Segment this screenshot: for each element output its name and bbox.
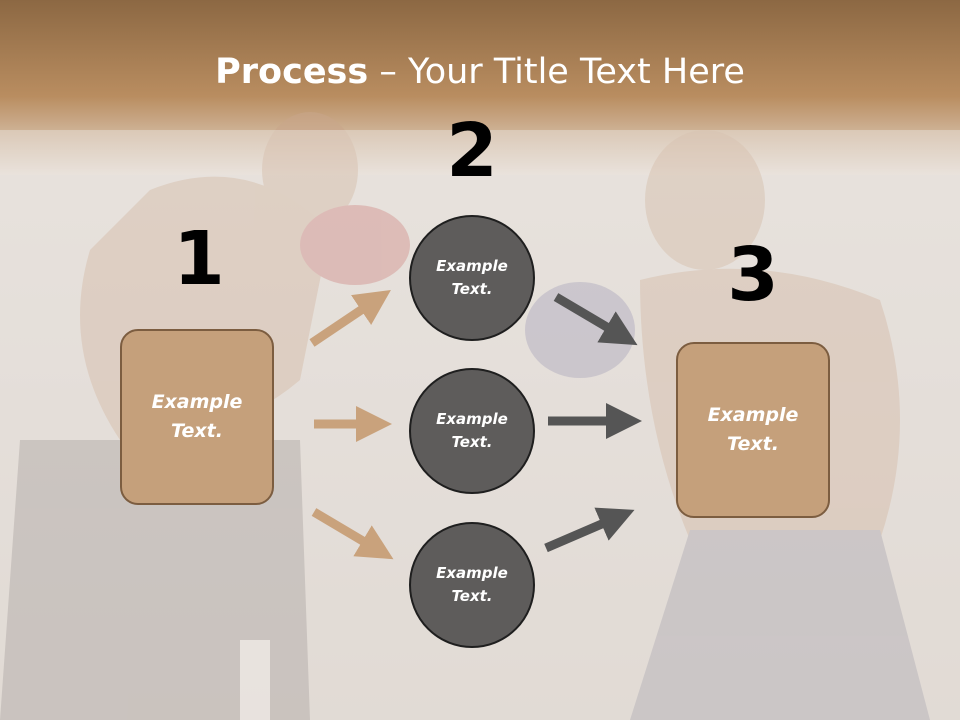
step-number-1: 1: [173, 216, 225, 302]
circle-bottom-line2: Text.: [451, 587, 493, 605]
step-number-3: 3: [727, 232, 779, 318]
circle-middle-line2: Text.: [451, 433, 493, 451]
right-box-line2: Text.: [727, 433, 779, 455]
right-box-line1: Example: [707, 404, 799, 426]
slide-title: Process – Your Title Text Here: [0, 52, 960, 92]
circle-middle-line1: Example: [436, 410, 508, 428]
title-rest: Your Title Text Here: [407, 52, 745, 92]
circle-top-line1: Example: [436, 257, 508, 275]
title-dash: –: [368, 52, 408, 92]
circle-bottom-line1: Example: [436, 564, 508, 582]
title-bold: Process: [215, 52, 369, 92]
left-box-line1: Example: [151, 391, 243, 413]
step-number-2: 2: [446, 108, 498, 194]
left-box-line2: Text.: [171, 420, 223, 442]
circle-top-line2: Text.: [451, 280, 493, 298]
